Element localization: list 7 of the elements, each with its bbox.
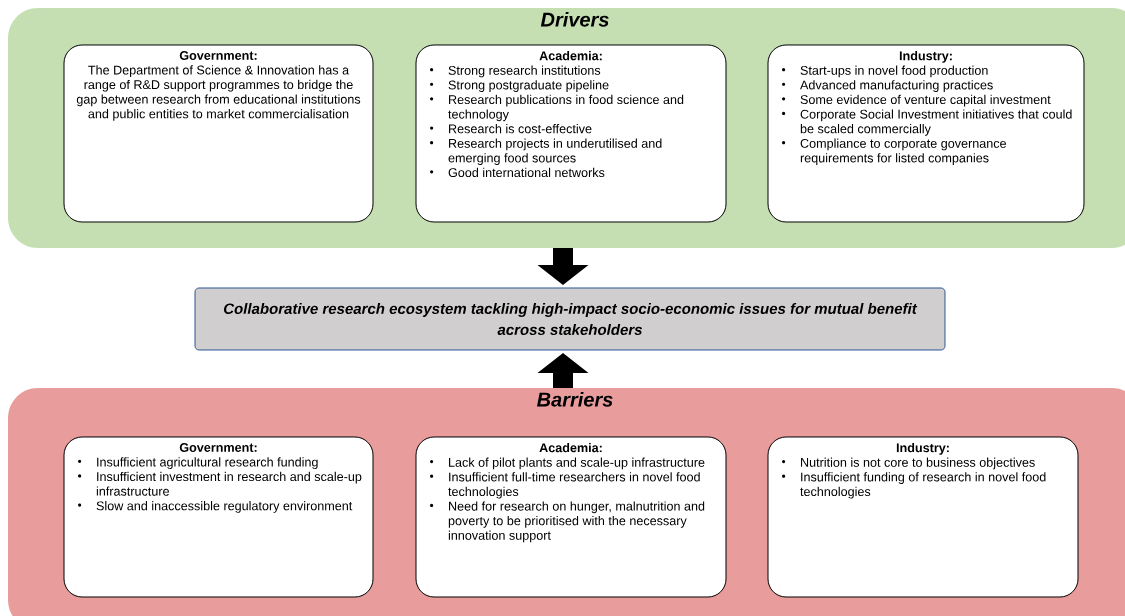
stakeholder-box: Industry: Start-ups in novel food production Advanced manufacturing practices Some evidence of venture capital investment Corporate Social Investment initiatives that could be scaled commercially Compliance to corporate governance requirements for listed companies (767, 44, 1085, 223)
stakeholder-box: Government: Insufficient agricultural research funding Insufficient investment in research and scale-up infrastructure Slow and inaccessible regulatory environment (63, 436, 374, 598)
outcome-box: Collaborative research ecosystem tackling high-impact socio-economic issues for mutual benefit across stakeholders (194, 287, 946, 351)
stakeholder-box: Academia: Strong research institutions Strong postgraduate pipeline Research publications in food science and technology Research is cost-effective Research projects in underutilised and emerging food sources Good international networks (415, 44, 727, 223)
stakeholder-box: Academia: Lack of pilot plants and scale-up infrastructure Insufficient full-time researchers in novel food technologies Need for research on hunger, malnutrition and poverty to be prioritised with the necessary innovation support (415, 436, 727, 598)
stakeholder-box: Government: The Department of Science & Innovation has a range of R&D support programmes to bridge the gap between research from educational institutions and public entities to market commercialisation (63, 44, 374, 223)
stakeholder-box: Industry: Nutrition is not core to business objectives Insufficient funding of research in novel food technologies (767, 436, 1079, 598)
